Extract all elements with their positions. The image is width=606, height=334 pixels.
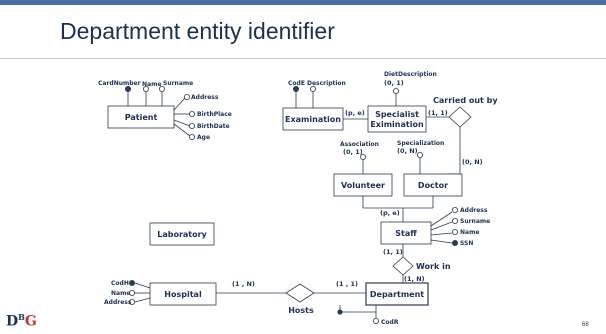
- card-department-hosts: (1 , 1): [336, 280, 358, 288]
- entity-patient: Patient: [125, 113, 158, 122]
- page-number: 68: [582, 322, 589, 328]
- external-identifier-dot: [337, 309, 343, 315]
- logo-letter-b: B: [18, 312, 25, 322]
- attr-staff-ssn: SSN: [460, 240, 473, 247]
- attr-patient-birthplace: BirthPlace: [197, 111, 232, 118]
- attr-patient-surname: Surname: [163, 80, 193, 87]
- attr-patient-cardnumber: CardNumber: [98, 80, 141, 87]
- card-diet-description: (0, 1): [384, 79, 404, 87]
- identifier-circle-code: [292, 86, 299, 93]
- entity-volunteer: Volunteer: [341, 181, 385, 190]
- dbg-logo: DBG: [6, 312, 37, 330]
- attr-staff-address: Address: [460, 207, 488, 214]
- entity-laboratory-box: [149, 222, 215, 246]
- relationship-carried-out-by: [448, 106, 472, 128]
- entity-staff: Staff: [395, 229, 417, 238]
- card-specialization: (0, N): [397, 147, 418, 155]
- entity-hospital-box: [149, 282, 217, 306]
- logo-letter-d: D: [6, 313, 19, 330]
- attr-volunteer-association: Association: [340, 141, 379, 148]
- attr-specialist-dietdescription: DietDescription: [384, 71, 437, 78]
- card-staff-isa: (p, e): [380, 209, 400, 217]
- attr-hospital-name: Name: [111, 290, 130, 297]
- title-area: Department entity identifier: [0, 0, 606, 59]
- identifier-circle-codh: [128, 279, 135, 286]
- attr-examination-code: CodE: [288, 80, 305, 87]
- attr-hospital-address: Address: [104, 299, 132, 306]
- card-doctor-carried: (0, N): [462, 158, 483, 166]
- attr-doctor-specialization: Specialization: [397, 140, 444, 147]
- attr-hospital-codh: CodH: [111, 280, 129, 287]
- entity-staff-box: [380, 221, 432, 245]
- card-hospital-hosts: (1 , N): [232, 280, 255, 288]
- entity-specialist-line2: Eximination: [370, 120, 424, 129]
- attr-patient-name: Name: [142, 81, 161, 88]
- slide-title: Department entity identifier: [60, 18, 335, 44]
- entity-laboratory: Laboratory: [157, 230, 207, 239]
- entity-department: Department: [370, 290, 424, 299]
- entity-hospital: Hospital: [164, 290, 202, 299]
- title-accent-bar: [0, 0, 606, 5]
- card-specialist-carried: (1, 1): [428, 109, 448, 117]
- card-department-work-in: (1, N): [404, 275, 425, 283]
- attr-staff-surname: Surname: [460, 218, 490, 225]
- attr-staff-name: Name: [460, 229, 479, 236]
- relationship-work-in: [392, 256, 414, 276]
- card-staff-work-in: (1, 1): [383, 248, 403, 256]
- entity-examination: Examination: [285, 115, 341, 124]
- entity-specialist-line1: Specialist: [375, 110, 419, 119]
- attr-patient-address: Address: [191, 94, 219, 101]
- entity-patient-box: [107, 105, 175, 129]
- card-association: (0, 1): [343, 148, 363, 156]
- relationship-work-in-label: Work in: [416, 262, 451, 271]
- attr-department-codr: CodR: [381, 319, 399, 326]
- entity-doctor: Doctor: [418, 181, 448, 190]
- logo-letter-g: G: [24, 313, 37, 330]
- identifier-circle-cardnumber: [125, 86, 132, 93]
- card-examination-isa: (p, e): [345, 109, 365, 117]
- identifier-circle-ssn: [451, 239, 458, 246]
- relationship-hosts: [285, 283, 315, 303]
- relationship-carried-out-by-label: Carried out by: [433, 96, 498, 105]
- attr-examination-description: Description: [307, 80, 346, 87]
- entity-department-box: [365, 282, 429, 306]
- relationship-hosts-label: Hosts: [288, 306, 314, 315]
- attr-patient-birthdate: BirthDate: [197, 123, 230, 130]
- entity-specialist-box: [367, 105, 427, 133]
- attr-patient-age: Age: [197, 134, 210, 141]
